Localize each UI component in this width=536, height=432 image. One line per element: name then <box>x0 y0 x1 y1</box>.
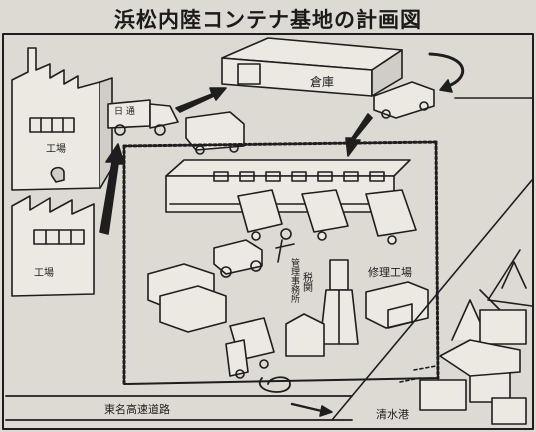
admin-office <box>285 313 325 357</box>
arrow-forklift-to-yard <box>345 113 373 157</box>
repair-shop <box>365 281 429 329</box>
drawing-frame <box>2 33 534 430</box>
diagram-title: 浜松内陸コンテナ基地の計画図 <box>114 8 422 32</box>
delivery-truck <box>107 99 179 136</box>
expressway-label: 東名高速道路 <box>104 402 170 416</box>
port-label: 清水港 <box>376 408 409 421</box>
customs-tower <box>319 259 359 345</box>
expressway <box>5 395 353 421</box>
port-area <box>331 179 533 425</box>
repair-label: 修理工場 <box>368 265 412 279</box>
container-stack <box>147 263 227 333</box>
factory-1-label: 工場 <box>46 142 66 155</box>
arrow-factory-to-truck <box>99 143 125 235</box>
arrow-to-port-head <box>319 405 333 417</box>
admin-label: 管理事務所 <box>289 257 300 304</box>
yard-fence <box>122 140 440 386</box>
container-truck-bottom <box>225 317 275 379</box>
arrow-warehouse-loop-head <box>439 79 453 93</box>
forklift-center <box>213 228 295 278</box>
warehouse <box>221 37 403 97</box>
exit-swirl <box>258 376 291 393</box>
arrow-truck-to-warehouse <box>175 87 227 113</box>
truck-entering <box>185 111 245 155</box>
forklift-top <box>373 81 435 119</box>
warehouse-label: 倉庫 <box>310 74 334 89</box>
factory-2-label: 工場 <box>34 266 54 279</box>
customs-label: 税関 <box>301 271 313 293</box>
factory-2 <box>11 166 95 297</box>
truck-sign: 日 通 <box>114 106 135 117</box>
arrow-warehouse-loop <box>428 52 465 88</box>
container-trucks-row <box>237 189 417 245</box>
